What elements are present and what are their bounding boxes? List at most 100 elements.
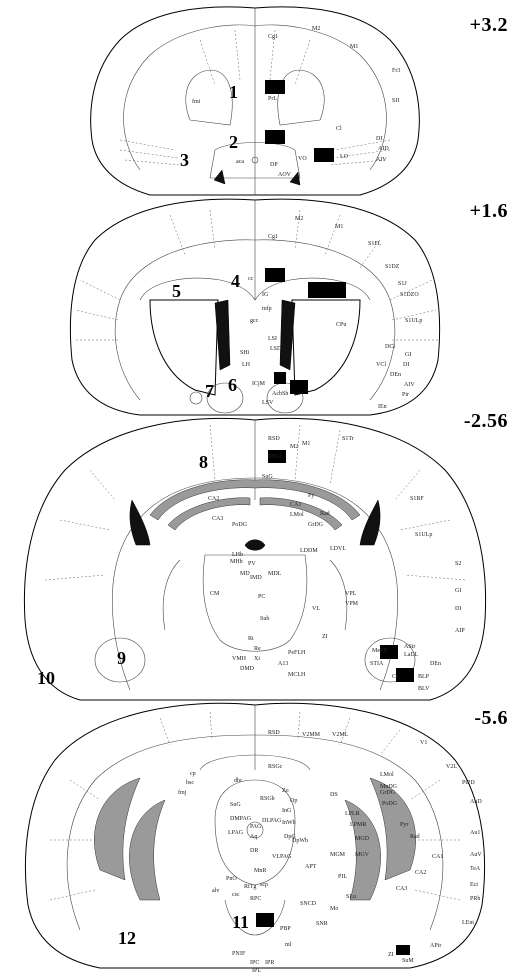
label-s2: S1ULp (405, 318, 422, 324)
label-s4: MGM (330, 852, 346, 858)
region-number: 1 (229, 82, 238, 102)
label-s2: LH (242, 362, 251, 368)
label-s4: LMol (380, 772, 394, 778)
label-s4: LPAG (228, 830, 244, 836)
label-s4: alv (212, 888, 219, 894)
label-s3: MePD (372, 648, 388, 654)
label-s2: GI (405, 352, 411, 358)
label-s1: VO (298, 156, 307, 162)
label-s3: CM (210, 591, 220, 597)
label-s4: CA2 (415, 870, 426, 876)
label-s3: S2 (455, 561, 461, 567)
label-s4: PoDG (382, 801, 398, 807)
label-s1: LO (340, 154, 349, 160)
region-number: 4 (231, 271, 240, 291)
label-s3: MCLH (288, 672, 306, 678)
label-s4: APT (305, 864, 317, 870)
label-s4: PAG (250, 824, 262, 830)
label-s2: M1 (335, 224, 343, 230)
label-s3: Rt (248, 636, 254, 642)
label-s2: IEn (378, 404, 387, 410)
label-s3: S1BF (410, 496, 424, 502)
region-number: 2 (229, 132, 238, 152)
label-s3: DI (455, 606, 461, 612)
region-number: 6 (228, 375, 237, 395)
label-s3: IMD (250, 575, 262, 581)
label-s3: GI (455, 588, 461, 594)
label-s1: Cg1 (268, 34, 278, 40)
marker (314, 148, 334, 162)
label-s3: MDL (268, 571, 282, 577)
label-s3: LMol (290, 512, 304, 518)
label-s4: RSGc (268, 764, 283, 770)
label-s3: PC (258, 594, 265, 600)
label-s4: IPL (252, 968, 261, 974)
label-s3: BLP (418, 674, 430, 680)
label-s4: APir (430, 943, 441, 949)
label-s4: V2MM (302, 732, 321, 738)
region-number: 3 (180, 150, 189, 170)
label-s4: Pyr (400, 822, 408, 828)
label-s3: BLV (418, 686, 430, 692)
label-s1: AOV (278, 172, 292, 178)
label-s2: S1FL (368, 241, 382, 247)
label-s4: scp (260, 882, 268, 888)
label-s4: AuD (470, 799, 482, 805)
label-s4: MGD (355, 836, 370, 842)
label-s4: TeA (470, 866, 481, 872)
marker (396, 668, 414, 682)
section-plus-1-6 (69, 198, 441, 416)
section-minus-5-6 (25, 702, 485, 969)
label-s1: DP (270, 162, 278, 168)
label-s3: Py (308, 493, 314, 499)
label-s3: CA3 (212, 516, 223, 522)
label-s4: Op (290, 798, 297, 804)
label-s4: Au1 (470, 830, 480, 836)
label-s3: Ce (392, 674, 399, 680)
label-s3: PV (248, 561, 256, 567)
label-s1: PrL (268, 96, 277, 102)
label-s4: CA3 (396, 886, 407, 892)
label-s3: CA2 (208, 496, 219, 502)
label-s1: SII (392, 98, 399, 104)
label-s4: PBP (280, 926, 291, 932)
label-s4: MnDG (380, 784, 398, 790)
label-s4: PRh (470, 896, 480, 902)
label-s4: IF (240, 951, 246, 957)
label-s4: Aq (250, 834, 257, 840)
label-s4: DpWh (292, 838, 308, 844)
label-s2: DI (403, 362, 409, 368)
label-s2: mfp (262, 305, 272, 312)
label-s3: DEn (430, 661, 441, 667)
marker (380, 645, 398, 659)
label-s4: bsc (186, 780, 194, 786)
label-s1: Fr3 (392, 68, 400, 74)
label-s4: IPR (265, 960, 274, 966)
label-s3: S1ULp (415, 532, 432, 538)
label-s4: MnR (254, 868, 266, 874)
label-s4: RSD (268, 730, 280, 736)
label-s3: Xi (254, 656, 260, 662)
label-s1: aca (236, 159, 244, 165)
label-s4: PtPD (462, 780, 475, 786)
label-s4: Ect (470, 882, 478, 888)
region-number: 11 (232, 912, 250, 932)
label-s4: RPC (250, 896, 261, 902)
label-s1: M1 (350, 44, 358, 50)
label-s3: STIA (370, 661, 384, 667)
label-s2: S1DZ (385, 264, 400, 270)
label-s4: SLu (346, 894, 356, 900)
label-s4: IPC (250, 960, 259, 966)
label-s3: MHb (230, 559, 243, 565)
label-s4: PnO (226, 876, 237, 882)
label-s1: DI (376, 136, 382, 142)
marker (256, 913, 274, 927)
label-s4: DMPAG (230, 816, 252, 822)
label-s4: SuM (402, 958, 414, 964)
label-s4: Rad (410, 834, 420, 840)
label-s4: csc (232, 892, 240, 898)
label-s1: Cl (336, 126, 342, 132)
label-s2: DEn (390, 372, 401, 378)
label-s2: Cg1 (268, 234, 278, 240)
level-label: +3.2 (469, 14, 508, 36)
